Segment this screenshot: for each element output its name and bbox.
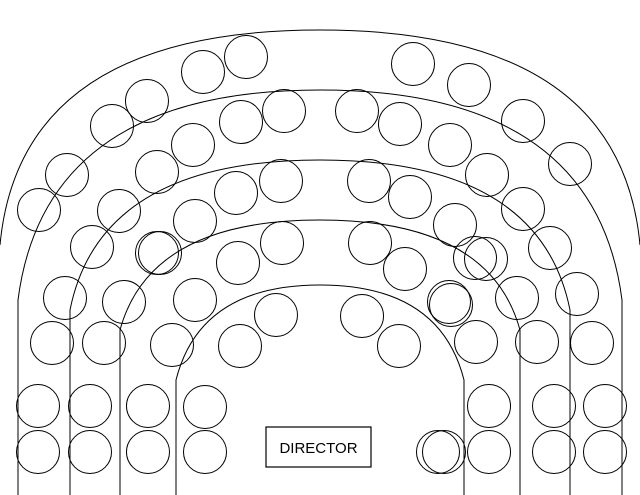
seat-row-5 — [181, 50, 225, 94]
director-box — [265, 426, 372, 468]
seat-row-5 — [548, 142, 592, 186]
seat-row-3 — [82, 321, 126, 365]
seat-row-3 — [68, 430, 112, 474]
director-podium: DIRECTOR — [265, 426, 372, 468]
seat-row-2 — [150, 323, 194, 367]
seat-row-5 — [125, 79, 169, 123]
seat-row-5 — [17, 188, 61, 232]
seat-row-2 — [383, 247, 427, 291]
seat-row-4 — [528, 226, 572, 270]
seat-row-2 — [173, 278, 217, 322]
seat-row-4 — [570, 321, 614, 365]
seat-row-3 — [173, 199, 217, 243]
seat-row-4 — [335, 89, 379, 133]
director-label: DIRECTOR — [279, 440, 357, 457]
seat-row-3 — [388, 175, 432, 219]
seat-row-4 — [219, 100, 263, 144]
seat-row-1 — [377, 324, 421, 368]
seat-row-4 — [262, 89, 306, 133]
seat-row-4 — [97, 189, 141, 233]
seat-row-3 — [515, 320, 559, 364]
seat-row-3 — [214, 171, 258, 215]
seat-row-5 — [391, 42, 435, 86]
seat-row-1 — [422, 430, 466, 474]
seat-row-4 — [583, 430, 627, 474]
seat-row-5 — [501, 99, 545, 143]
row-arc — [69, 159, 571, 495]
seat-row-3 — [102, 280, 146, 324]
row-arcs — [0, 29, 640, 495]
seat-row-4 — [43, 276, 87, 320]
seat-row-3 — [495, 276, 539, 320]
seat-row-1 — [254, 293, 298, 337]
row-arc — [0, 29, 640, 246]
seat-row-3 — [532, 430, 576, 474]
seat-row-4 — [501, 187, 545, 231]
seat-row-4 — [465, 153, 509, 197]
seat-row-2 — [126, 384, 170, 428]
seat-row-4 — [555, 272, 599, 316]
seat-row-2 — [126, 430, 170, 474]
seat-row-4 — [428, 123, 472, 167]
seat-row-2 — [453, 236, 497, 280]
seat-row-4 — [16, 384, 60, 428]
seat-row-4 — [583, 384, 627, 428]
seats — [16, 35, 627, 474]
seat-row-4 — [16, 430, 60, 474]
seat-row-3 — [68, 384, 112, 428]
seat-row-2 — [348, 221, 392, 265]
seat-row-2 — [260, 221, 304, 265]
seat-row-3 — [532, 384, 576, 428]
seat-row-1 — [218, 324, 262, 368]
seat-row-4 — [171, 123, 215, 167]
seat-row-1 — [416, 430, 460, 474]
seat-row-4 — [135, 150, 179, 194]
seat-row-3 — [433, 203, 477, 247]
seat-row-2 — [429, 283, 473, 327]
seat-row-5 — [45, 153, 89, 197]
seat-row-5 — [447, 63, 491, 107]
seat-row-4 — [378, 102, 422, 146]
seat-row-5 — [90, 104, 134, 148]
seat-row-1 — [183, 430, 227, 474]
seat-row-2 — [216, 241, 260, 285]
seat-row-2 — [467, 430, 511, 474]
seat-row-5 — [224, 35, 268, 79]
seat-row-3 — [464, 237, 508, 281]
seat-row-3 — [259, 159, 303, 203]
row-arc — [17, 89, 623, 495]
seat-row-1 — [340, 294, 384, 338]
seat-row-4 — [30, 321, 74, 365]
seat-row-4 — [70, 225, 114, 269]
row-arc — [119, 219, 521, 495]
row-arc — [175, 284, 465, 495]
seat-row-2 — [454, 320, 498, 364]
seat-row-2 — [427, 280, 471, 324]
seat-row-2 — [467, 384, 511, 428]
seat-row-1 — [183, 385, 227, 429]
seat-row-3 — [347, 159, 391, 203]
seat-row-3 — [135, 231, 179, 275]
